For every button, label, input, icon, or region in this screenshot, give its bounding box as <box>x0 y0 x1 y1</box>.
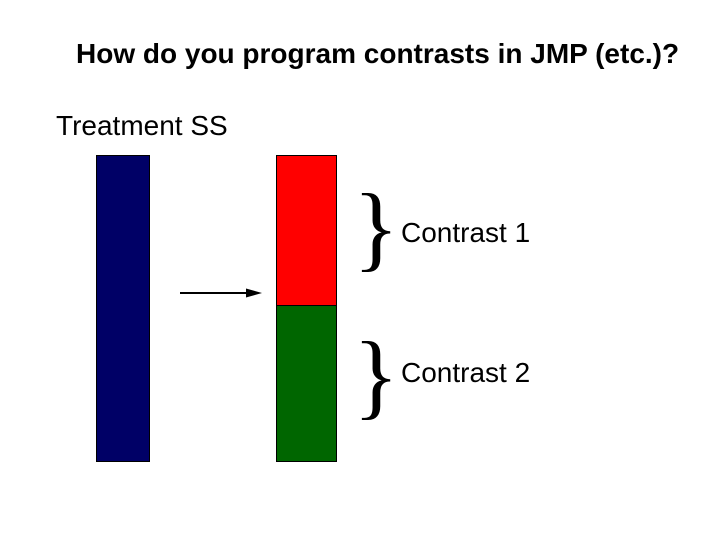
svg-text:}: } <box>353 174 399 280</box>
svg-text:}: } <box>353 322 399 428</box>
curly-brace-icon: } <box>353 174 399 280</box>
contrast-1-label: Contrast 1 <box>401 217 531 248</box>
contrast-1-segment <box>276 155 337 306</box>
treatment-ss-bar <box>96 155 150 462</box>
curly-brace-icon: } <box>353 322 399 428</box>
right-arrow-icon <box>180 288 262 298</box>
treatment-ss-label: Treatment SS <box>56 110 228 141</box>
contrast-2-segment <box>276 305 337 462</box>
contrast-2-label: Contrast 2 <box>401 357 531 388</box>
slide-title: How do you program contrasts in JMP (etc… <box>76 38 680 69</box>
